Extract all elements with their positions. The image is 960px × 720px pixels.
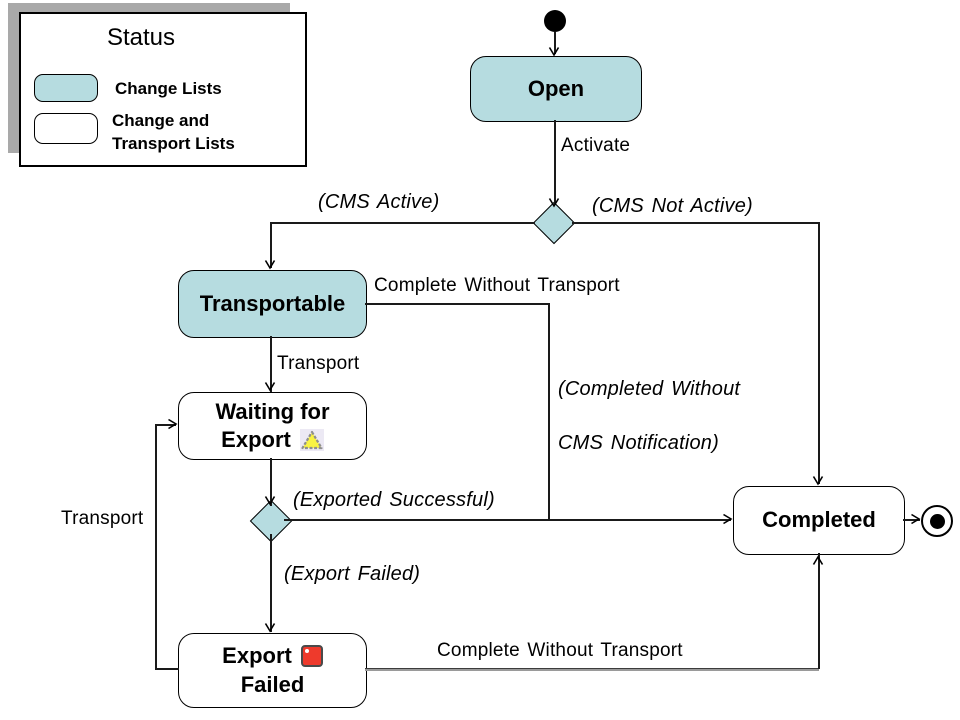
legend-swatch-change-transport-lists <box>34 113 98 144</box>
arrowhead-down-icon <box>812 476 824 486</box>
arrowhead-up-icon <box>812 555 824 565</box>
error-icon <box>300 645 323 668</box>
edge-decision-right-h <box>572 222 818 224</box>
legend: Status Change Lists Change and Transport… <box>19 12 307 167</box>
edge-retry-loop-bottom-h <box>155 668 179 670</box>
edge-export-failed-complete-h <box>365 668 819 671</box>
legend-swatch-change-lists <box>34 74 98 102</box>
arrowhead-down-icon <box>548 198 560 208</box>
state-waiting-for-export: Waiting for Export <box>178 392 367 460</box>
label-transport: Transport <box>277 353 360 374</box>
final-state-icon <box>921 505 953 537</box>
edge-exported-successful-to-completed <box>284 519 731 521</box>
label-transport-retry: Transport <box>61 508 144 529</box>
arrowhead-down-icon <box>264 623 276 633</box>
state-open: Open <box>470 56 642 122</box>
state-export-failed-line2: Failed <box>240 671 305 697</box>
arrowhead-down-icon <box>548 47 560 57</box>
label-export-failed-guard: (Export Failed) <box>284 563 421 585</box>
legend-label-change-lists: Change Lists <box>115 79 222 98</box>
arrowhead-down-icon <box>264 382 276 392</box>
state-waiting-line2: Export <box>221 427 291 452</box>
label-complete-without-transport-bottom: Complete Without Transport <box>437 640 683 661</box>
state-export-failed-line1: Export <box>222 643 292 669</box>
state-open-label: Open <box>527 75 585 101</box>
label-completed-without-cms: (Completed Without CMS Notification) <box>558 378 741 454</box>
edge-completed-to-final <box>903 519 920 521</box>
label-activate: Activate <box>561 135 631 156</box>
label-cms-active: (CMS Active) <box>318 191 440 213</box>
legend-title: Status <box>106 24 176 51</box>
warning-icon <box>299 429 324 452</box>
edge-transportable-complete-h <box>365 303 549 305</box>
arrowhead-right-icon <box>911 513 921 525</box>
state-transportable: Transportable <box>178 270 367 338</box>
edge-decision-to-transportable <box>270 222 272 268</box>
edge-transportable-complete-v <box>548 303 550 520</box>
state-export-failed: Export Failed <box>178 633 367 708</box>
state-completed: Completed <box>733 486 905 555</box>
state-waiting-line1: Waiting for <box>215 398 330 424</box>
label-complete-without-transport-top: Complete Without Transport <box>374 275 620 296</box>
edge-waiting-to-decision <box>270 458 272 506</box>
edge-retry-loop-v <box>155 424 157 669</box>
arrowhead-right-icon <box>723 513 733 525</box>
arrowhead-down-icon <box>264 496 276 506</box>
label-exported-successful: (Exported Successful) <box>293 489 495 511</box>
state-transportable-label: Transportable <box>199 290 346 316</box>
edge-export-failed-complete-v <box>818 553 820 669</box>
edge-decision-left-h <box>270 222 535 224</box>
edge-open-to-decision <box>554 120 556 204</box>
edge-cms-not-active-to-completed <box>818 222 820 484</box>
edge-transportable-to-waiting <box>270 336 272 392</box>
edge-initial-to-open <box>554 32 556 54</box>
legend-label-change-transport-lists: Change and Transport Lists <box>112 111 235 153</box>
edge-retry-loop-top-h <box>155 424 176 426</box>
initial-state-icon <box>544 10 566 32</box>
arrowhead-down-icon <box>264 260 276 270</box>
state-completed-label: Completed <box>762 507 876 533</box>
arrowhead-right-icon <box>168 418 178 430</box>
edge-decision-to-export-failed <box>270 534 272 632</box>
label-cms-not-active: (CMS Not Active) <box>592 195 753 217</box>
